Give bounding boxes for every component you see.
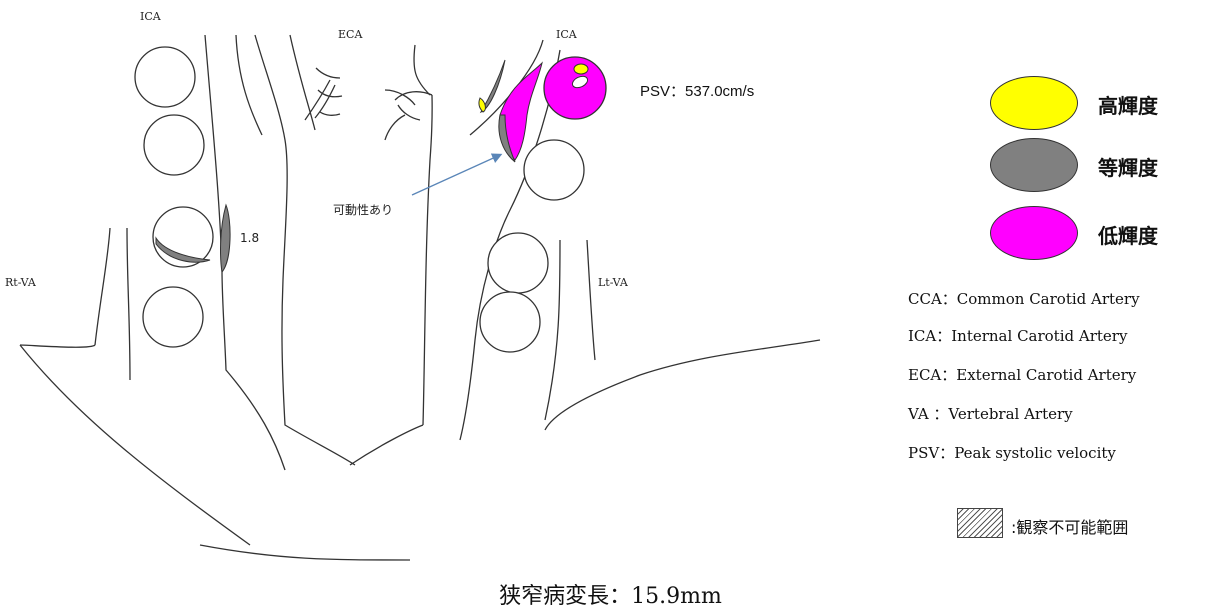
hatch-legend-label: :観察不可能範囲 [1011,518,1129,537]
legend-item-high-echo: 高輝度 [990,76,1220,132]
high-echo-swatch [990,76,1078,130]
legend-label-iso-echo: 等輝度 [1098,156,1158,180]
iso-echo-plaque-circle [155,236,211,263]
abbr-cca: CCA：Common Carotid Artery [908,290,1140,308]
abbr-psv: PSV：Peak systolic velocity [908,444,1116,462]
psv-value: PSV：537.0cm/s [640,83,754,100]
label-ica-right: ICA [140,10,162,23]
legend-item-low-echo: 低輝度 [990,206,1220,262]
abbr-eca: ECA：External Carotid Artery [908,366,1137,384]
psv-lumen [571,75,589,89]
psv-high-echo-spot [573,63,589,75]
abbr-va: VA ：Vertebral Artery [908,405,1073,423]
central-trunk [254,34,433,466]
legend-label-low-echo: 低輝度 [1098,224,1158,248]
psv-section-circle [543,56,607,120]
label-eca: ECA [338,28,363,41]
label-ica-left: ICA [556,28,578,41]
abbr-ica: ICA：Internal Carotid Artery [908,327,1128,345]
right-carotid-vessel [19,34,286,546]
iso-echo-plaque-right [220,203,231,274]
legend-item-iso-echo: 等輝度 [990,138,1220,194]
mobility-arrow [411,153,503,196]
stenosis-length-caption: 狭窄病変長：15.9mm [499,584,722,609]
cross-section-circles [134,46,585,353]
iso-echo-plaque-left-upper [479,59,506,114]
high-echo-spot-left [478,97,486,113]
label-rt-va: Rt-VA [5,276,37,289]
hatch-swatch [957,508,1003,538]
low-echo-swatch [990,206,1078,260]
label-lt-va: Lt-VA [598,276,629,289]
caption: 狭窄病変長：15.9mm [0,578,1221,610]
plaque-thickness-label: 1.8 [240,231,259,245]
iso-echo-plaque-left-rim [498,114,516,163]
iso-echo-swatch [990,138,1078,192]
mobility-note: 可動性あり [333,203,393,217]
carotid-diagram: ICA ECA ICA Rt-VA Lt-VA 1.8 可動性あり PSV：53… [5,10,821,561]
left-carotid-vessel [199,39,821,561]
legend-label-high-echo: 高輝度 [1098,94,1158,118]
low-echo-plaque-left [499,61,543,161]
